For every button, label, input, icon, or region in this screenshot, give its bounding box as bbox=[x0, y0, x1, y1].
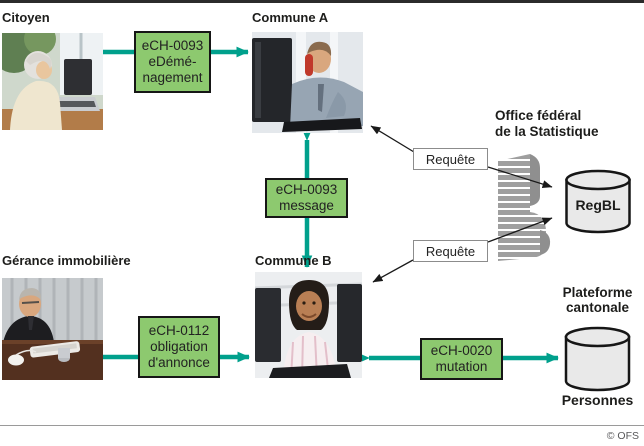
box-line: nagement bbox=[142, 70, 203, 85]
requete-box-1: Requête bbox=[413, 148, 488, 170]
box-line: mutation bbox=[435, 359, 488, 374]
citoyen-photo bbox=[2, 33, 103, 130]
personnes-label: Personnes bbox=[561, 392, 634, 408]
arrow-requete2-to-regbl bbox=[487, 217, 553, 243]
gerance-photo bbox=[2, 278, 103, 380]
commune-a-label: Commune A bbox=[252, 10, 329, 25]
regbl-database-icon bbox=[565, 169, 631, 234]
plateforme-title-line2: cantonale bbox=[565, 300, 630, 315]
arrow-requete2-to-commune-b bbox=[372, 259, 414, 283]
commune-a-photo bbox=[252, 32, 363, 133]
ofs-title: Office fédéral de la Statistique bbox=[495, 108, 599, 140]
commune-b-label: Commune B bbox=[255, 253, 332, 268]
commune-b-photo bbox=[255, 272, 362, 378]
plateforme-title-line1: Plateforme bbox=[562, 285, 633, 300]
box-line: d'annonce bbox=[148, 355, 210, 370]
requete-box-2: Requête bbox=[413, 240, 488, 262]
box-line: obligation bbox=[150, 339, 208, 354]
arrow-requete1-to-regbl bbox=[487, 166, 553, 188]
box-line: message bbox=[279, 198, 334, 213]
bottom-rule bbox=[0, 425, 644, 426]
copyright-text: © OFS bbox=[606, 430, 639, 442]
box-line: eCH-0093 bbox=[275, 182, 338, 197]
ech-0093-edemenagement-box: eCH-0093 eDémé- nagement bbox=[134, 31, 211, 93]
clerk-woman-illustration bbox=[255, 272, 362, 378]
ech-0112-obligation-box: eCH-0112 obligation d'annonce bbox=[138, 316, 220, 378]
property-manager-illustration bbox=[2, 278, 103, 380]
box-line: eCH-0112 bbox=[148, 323, 210, 338]
box-line: eCH-0020 bbox=[430, 343, 493, 358]
personnes-database-icon bbox=[564, 326, 631, 392]
box-line: eCH-0093 bbox=[141, 38, 204, 53]
ech-0093-message-box: eCH-0093 message bbox=[265, 178, 348, 218]
plateforme-title: Plateforme cantonale bbox=[545, 285, 644, 315]
clerk-on-phone-illustration bbox=[252, 32, 363, 133]
ofs-title-line1: Office fédéral bbox=[495, 108, 582, 123]
ech-0020-mutation-box: eCH-0020 mutation bbox=[420, 338, 503, 380]
box-line: eDémé- bbox=[148, 54, 197, 69]
elderly-woman-at-laptop-illustration bbox=[2, 33, 103, 130]
arrow-requete1-to-commune-a bbox=[370, 125, 415, 153]
ofs-building-icon bbox=[498, 154, 551, 261]
citoyen-label: Citoyen bbox=[2, 10, 50, 25]
ofs-title-line2: de la Statistique bbox=[495, 124, 599, 139]
regbl-label: RegBL bbox=[575, 197, 621, 213]
gerance-label: Gérance immobilière bbox=[2, 253, 131, 268]
top-rule bbox=[0, 0, 644, 3]
